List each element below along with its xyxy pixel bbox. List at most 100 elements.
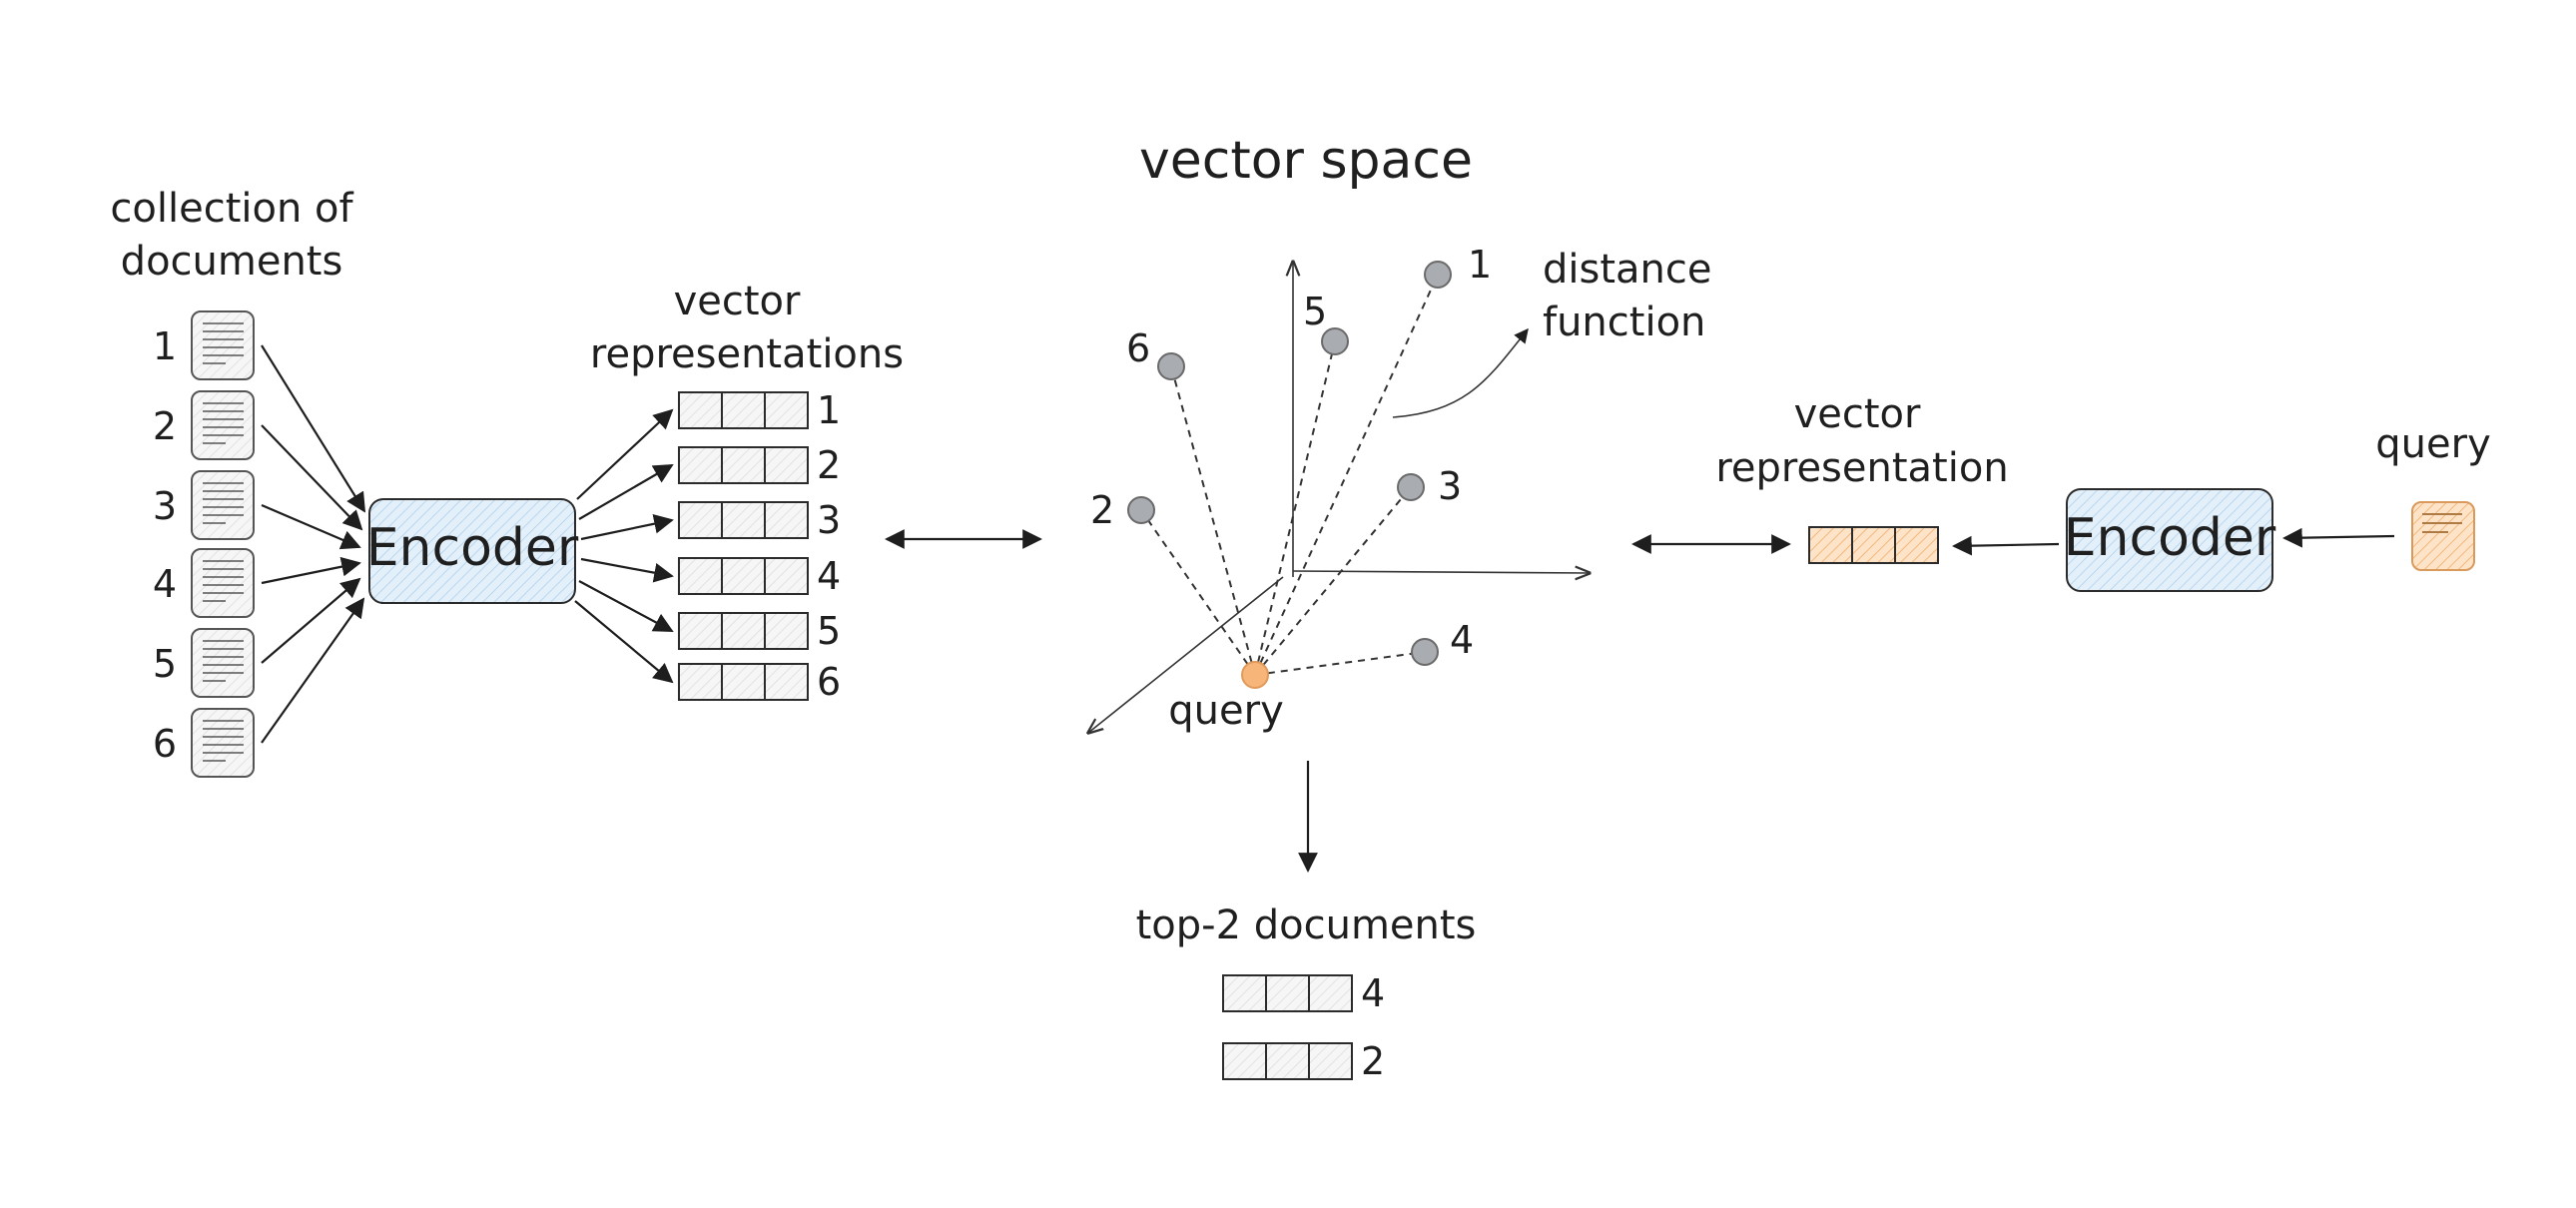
- vector-2: 2: [678, 443, 841, 487]
- document-arrow: [261, 424, 363, 531]
- space-point-4: 4: [1411, 618, 1474, 666]
- distance-line-2: [1140, 509, 1256, 676]
- space-point-label: 1: [1468, 243, 1492, 287]
- result-vector-cell: [1222, 974, 1267, 1012]
- document-arrow: [261, 503, 361, 550]
- vector-id: 4: [817, 554, 841, 598]
- document-icon: [191, 628, 255, 698]
- vector-arrow: [580, 557, 674, 583]
- space-point-dot: [1397, 473, 1425, 501]
- result-vector-cell: [1265, 974, 1310, 1012]
- query-vector-title-line2: representation: [1715, 445, 2008, 491]
- result-vector-cell: [1265, 1042, 1310, 1080]
- space-point-label: 4: [1450, 618, 1474, 662]
- document-2: 2: [153, 390, 255, 460]
- vector-id: 5: [817, 609, 841, 653]
- distance-line-3: [1254, 486, 1412, 676]
- vector-cell: [678, 557, 723, 595]
- vector-arrow: [576, 408, 674, 500]
- vector-id: 3: [817, 498, 841, 542]
- document-1: 1: [153, 310, 255, 380]
- vector-arrow: [580, 513, 674, 541]
- vector-representation-list: 1 2 3 4 5 6: [678, 388, 841, 704]
- left-encoder-box: [368, 498, 576, 604]
- document-4: 4: [153, 548, 255, 618]
- vector-cell: [721, 612, 766, 650]
- vector-4: 4: [678, 554, 841, 598]
- query-document-icon: [2411, 501, 2475, 571]
- vector-arrow: [574, 600, 674, 684]
- results-title: top-2 documents: [1136, 903, 1477, 948]
- query-point-label: query: [1168, 688, 1283, 734]
- left-encoder: Encoder: [366, 498, 579, 604]
- document-icon: [191, 390, 255, 460]
- space-point-dot: [1424, 261, 1452, 289]
- result-4: 4: [1222, 971, 1385, 1015]
- distance-function-line1: distance: [1543, 247, 1712, 293]
- right-encoder: Encoder: [2064, 488, 2276, 592]
- space-point-dot: [1411, 638, 1439, 666]
- document-id: 1: [153, 324, 177, 368]
- documents-title-line1: collection of: [110, 186, 353, 232]
- distance-line-1: [1254, 274, 1439, 676]
- document-to-encoder-arrows: [261, 344, 366, 744]
- vector-cell: [678, 501, 723, 539]
- left-encoder-label: Encoder: [366, 518, 579, 578]
- document-id: 2: [153, 404, 177, 448]
- vector-space-title: vector space: [1139, 131, 1473, 191]
- vector-id: 1: [817, 388, 841, 432]
- vector-1: 1: [678, 388, 841, 432]
- document-5: 5: [153, 628, 255, 698]
- document-icon: [191, 708, 255, 778]
- result-vector-cell: [1308, 1042, 1353, 1080]
- result-vector-cell: [1308, 974, 1353, 1012]
- space-point-dot: [1157, 352, 1185, 380]
- document-id: 6: [153, 722, 177, 766]
- right-encoder-label: Encoder: [2064, 508, 2276, 568]
- query-vector-cell: [1808, 526, 1853, 564]
- space-point-label: 3: [1438, 464, 1462, 508]
- vector-cell: [764, 391, 809, 429]
- vector-5: 5: [678, 609, 841, 653]
- vector-3: 3: [678, 498, 841, 542]
- space-point-1: 1: [1424, 243, 1492, 289]
- space-point-dot: [1127, 496, 1155, 524]
- vector-cell: [678, 612, 723, 650]
- document-arrow: [261, 577, 361, 664]
- space-point-3: 3: [1397, 464, 1462, 508]
- document-id: 4: [153, 562, 177, 606]
- vector-cell: [721, 557, 766, 595]
- document-icon: [191, 310, 255, 380]
- space-point-label: 2: [1090, 488, 1114, 532]
- space-point-6: 6: [1126, 326, 1185, 380]
- z-axis: [1088, 576, 1284, 733]
- distance-line-5: [1254, 340, 1336, 676]
- query-vector-cell: [1894, 526, 1939, 564]
- result-2: 2: [1222, 1039, 1385, 1083]
- vector-cell: [764, 663, 809, 701]
- documents-title-line2: documents: [121, 239, 343, 285]
- query-document: [2411, 501, 2475, 571]
- vector-cell: [764, 612, 809, 650]
- query-vector: [1808, 526, 1939, 564]
- vector-cell: [678, 446, 723, 484]
- document-6: 6: [153, 708, 255, 778]
- query-to-encoder-arrow: [2282, 527, 2395, 548]
- vector-arrow: [578, 580, 674, 632]
- vectors-title-line1: vector: [674, 279, 801, 324]
- document-3: 3: [153, 470, 255, 540]
- query-vector-title-line1: vector: [1794, 391, 1921, 437]
- distance-function-line2: function: [1543, 300, 1705, 345]
- vector-cell: [721, 391, 766, 429]
- vector-6: 6: [678, 660, 841, 704]
- result-id: 2: [1361, 1039, 1385, 1083]
- vector-cell: [721, 501, 766, 539]
- vector-cell: [721, 446, 766, 484]
- vector-cell: [721, 663, 766, 701]
- encoder-to-vector-arrows: [574, 408, 674, 684]
- document-arrow: [261, 344, 366, 513]
- distance-line-4: [1254, 651, 1426, 676]
- vector-cell: [764, 501, 809, 539]
